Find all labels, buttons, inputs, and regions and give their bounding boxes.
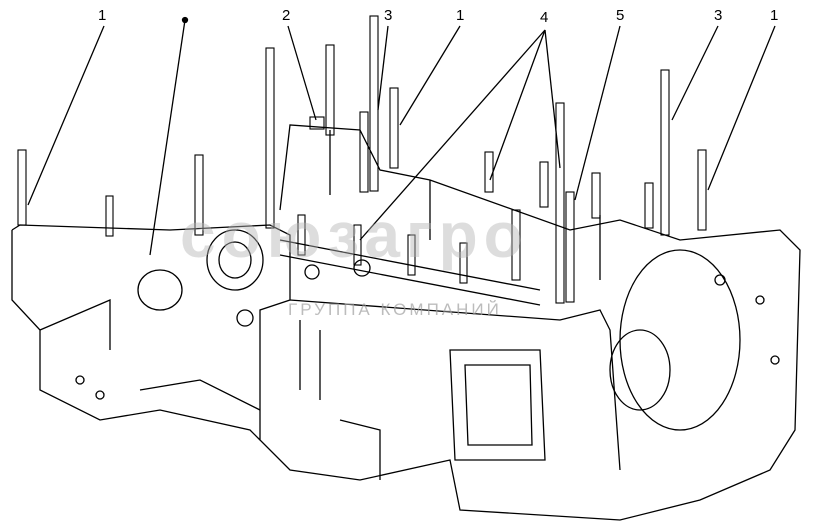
callout-label: 1 <box>770 7 779 24</box>
callout-label: 3 <box>714 7 723 24</box>
reference-dot <box>181 16 189 24</box>
callout-label: 1 <box>456 7 465 24</box>
callout-label: 1 <box>98 7 107 24</box>
callout-label: 3 <box>384 7 393 24</box>
callout-label: 5 <box>616 7 625 24</box>
leader-lines <box>27 19 776 256</box>
callout-label: 4 <box>540 9 549 26</box>
callout-label: 2 <box>282 7 291 24</box>
crankcase-body <box>11 124 801 521</box>
watermark-subtitle: ГРУППА КОМПАНИЙ <box>288 300 502 319</box>
watermark-logo: союзагро <box>180 199 529 271</box>
studs <box>17 15 707 304</box>
